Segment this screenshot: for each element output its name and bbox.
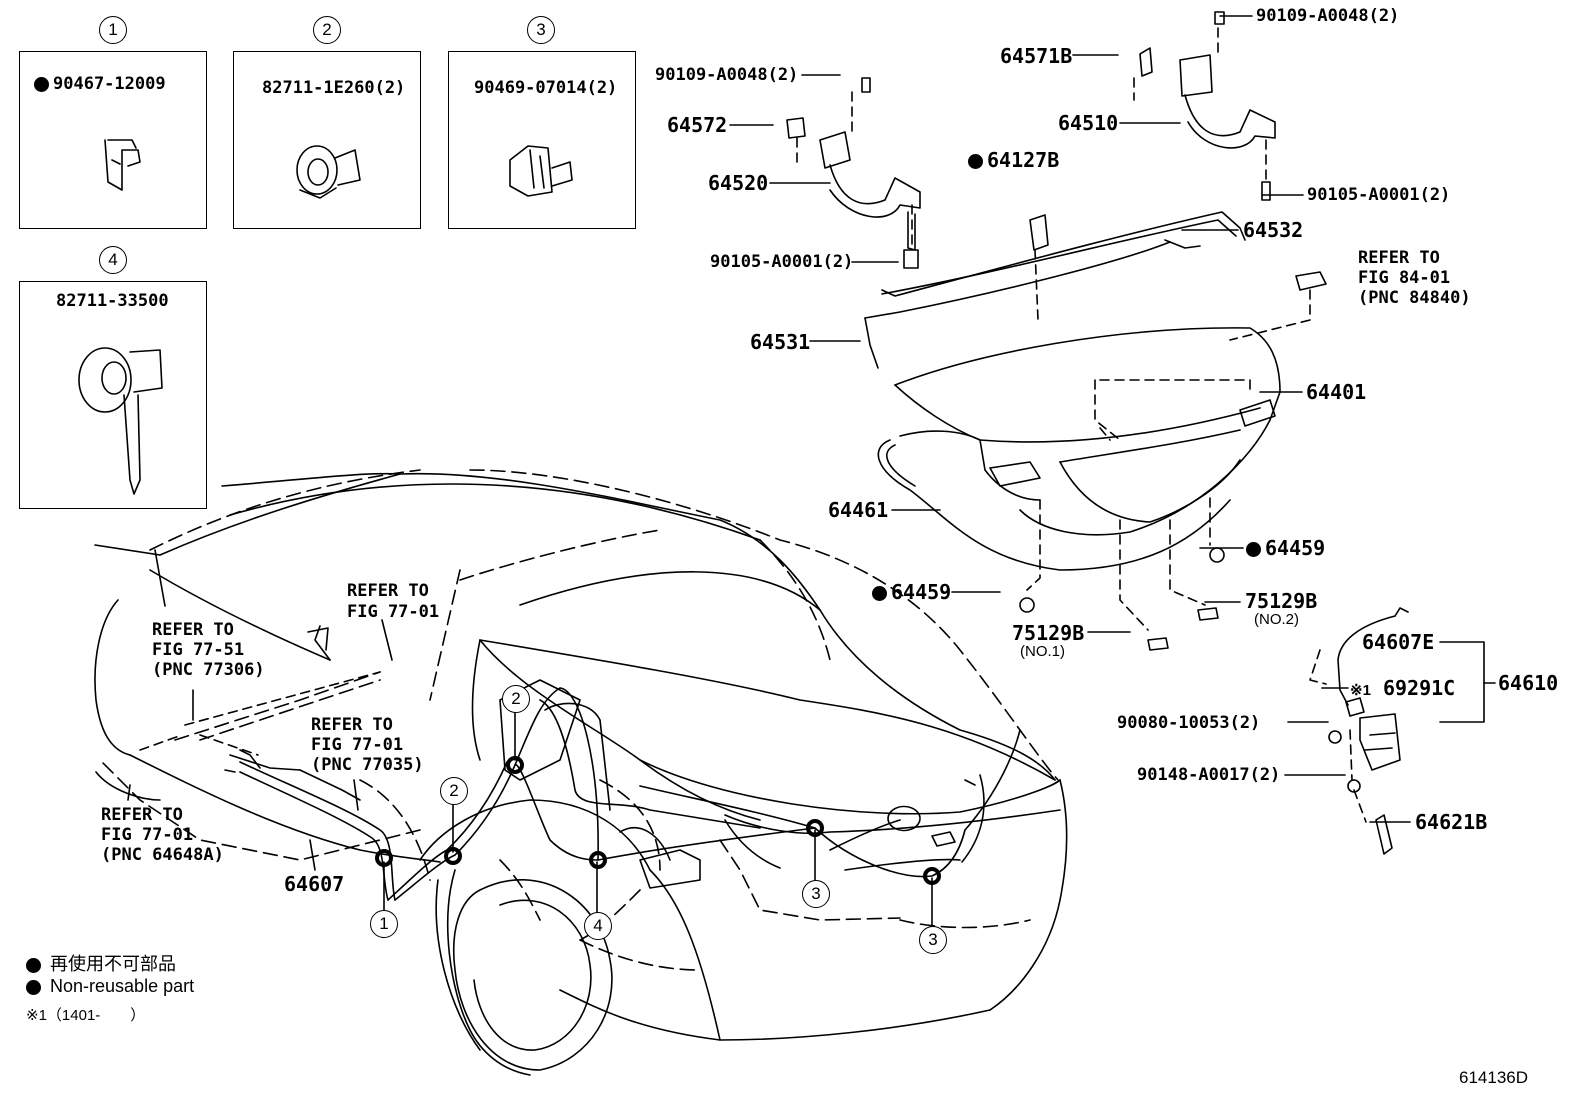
torsion-bar-64532 bbox=[881, 211, 1246, 297]
cable-clamp-markers bbox=[375, 756, 941, 885]
part-label-82711-1E260: 82711-1E260(2) bbox=[262, 78, 406, 98]
part-label-64459-right: 64459 bbox=[1246, 538, 1325, 558]
leader-lines bbox=[127, 15, 1496, 927]
callout-3-left: 3 bbox=[802, 880, 830, 908]
non-reusable-dot-icon bbox=[26, 979, 41, 995]
non-reusable-dot-icon bbox=[1246, 542, 1261, 557]
part-label-64607E: 64607E bbox=[1362, 630, 1435, 654]
hinge-64520 bbox=[786, 77, 921, 269]
part-label-64610: 64610 bbox=[1498, 671, 1559, 695]
part-number: 69291C bbox=[1382, 676, 1456, 700]
part-label-75129B-no2: 75129B bbox=[1245, 589, 1318, 613]
part-label-90105-A0001-left: 90105-A0001(2) bbox=[710, 252, 854, 272]
non-reusable-dot-icon bbox=[26, 957, 41, 973]
refer-fig-77-51: REFER TO FIG 77-51 (PNC 77306) bbox=[152, 620, 265, 680]
refer-line: FIG 77-01 bbox=[311, 735, 404, 755]
callout-1: 1 bbox=[370, 910, 398, 938]
torsion-bar-64531 bbox=[864, 241, 1171, 369]
refer-line: REFER TO bbox=[347, 581, 429, 601]
callout-3-right: 3 bbox=[919, 926, 947, 954]
callout-4: 4 bbox=[584, 912, 612, 940]
note-no2: (NO.2) bbox=[1254, 611, 1299, 628]
refer-line: (PNC 84840) bbox=[1358, 288, 1471, 308]
car-body-outline bbox=[94, 472, 1068, 1041]
callout-2-upper: 2 bbox=[502, 685, 530, 713]
part-label-64531: 64531 bbox=[750, 330, 811, 354]
detail-number-1: 1 bbox=[99, 16, 127, 44]
part-label-69291C: ※1 69291C bbox=[1350, 678, 1455, 698]
mark-1: ※1 bbox=[1350, 682, 1371, 699]
weatherstrip-64461 bbox=[877, 430, 1231, 571]
lock-assembly-64610 bbox=[1328, 607, 1409, 855]
part-label-64607: 64607 bbox=[284, 872, 345, 896]
detail-number-4: 4 bbox=[99, 246, 127, 274]
part-label-64461: 64461 bbox=[828, 498, 889, 522]
part-label-64127B: 64127B bbox=[968, 150, 1059, 170]
refer-line: (PNC 77035) bbox=[311, 755, 424, 775]
legend-non-reusable-jp: 再使用不可部品 bbox=[26, 950, 176, 976]
rear-wheel bbox=[435, 869, 613, 1076]
part-label-90148-A0017: 90148-A0017(2) bbox=[1137, 765, 1281, 785]
refer-line: FIG 77-51 bbox=[152, 640, 245, 660]
clip-sketch-2 bbox=[296, 145, 361, 199]
detail-number-3: 3 bbox=[527, 16, 555, 44]
refer-line: (PNC 77306) bbox=[152, 660, 265, 680]
part-label-64401: 64401 bbox=[1306, 380, 1367, 404]
refer-line: (PNC 64648A) bbox=[101, 845, 224, 865]
detail-box-3 bbox=[448, 51, 636, 229]
part-label-75129B-no1: 75129B bbox=[1012, 621, 1085, 645]
part-label-64621B: 64621B bbox=[1415, 810, 1488, 834]
part-label-64532: 64532 bbox=[1243, 218, 1304, 242]
trunk-lid-64401 bbox=[894, 327, 1281, 536]
part-label-64459-left: 64459 bbox=[872, 582, 951, 602]
part-label-64572: 64572 bbox=[667, 113, 728, 137]
legend-non-reusable-en: Non-reusable part bbox=[26, 976, 194, 997]
detail-box-1 bbox=[19, 51, 207, 229]
refer-fig-77-01-left: REFER TO FIG 77-01 (PNC 64648A) bbox=[101, 805, 224, 865]
part-label-90109-A0048-left: 90109-A0048(2) bbox=[655, 65, 799, 85]
legend-text: 再使用不可部品 bbox=[50, 954, 177, 974]
refer-fig-77-01-mid: REFER TO FIG 77-01 (PNC 77035) bbox=[311, 715, 424, 775]
refer-line: FIG 84-01 bbox=[1358, 268, 1451, 288]
non-reusable-dot-icon bbox=[872, 586, 887, 601]
refer-line: REFER TO bbox=[1358, 248, 1440, 268]
detail-box-4 bbox=[19, 281, 207, 509]
legend-text: Non-reusable part bbox=[50, 976, 195, 996]
part-label-64571B: 64571B bbox=[1000, 44, 1073, 68]
clip-sketch-4 bbox=[78, 347, 163, 495]
refer-fig-77-01-top: REFER TO FIG 77-01 bbox=[347, 581, 439, 623]
dashed-leader-lines bbox=[139, 27, 1367, 823]
part-label-64510: 64510 bbox=[1058, 111, 1119, 135]
note-no1: (NO.1) bbox=[1020, 643, 1065, 660]
refer-line: REFER TO bbox=[101, 805, 183, 825]
part-label-82711-33500: 82711-33500 bbox=[56, 291, 169, 311]
refer-line: FIG 77-01 bbox=[101, 825, 194, 845]
refer-line: REFER TO bbox=[311, 715, 393, 735]
refer-line: FIG 77-01 bbox=[347, 602, 440, 622]
callout-2-lower: 2 bbox=[440, 777, 468, 805]
refer-fig-84-01: REFER TO FIG 84-01 (PNC 84840) bbox=[1358, 248, 1471, 308]
part-label-90109-A0048-top: 90109-A0048(2) bbox=[1256, 6, 1400, 26]
figure-number: 614136D bbox=[1459, 1068, 1529, 1087]
part-label-90469-07014: 90469-07014(2) bbox=[474, 78, 618, 98]
clip-sketch-1 bbox=[104, 139, 141, 191]
part-label-90080-10053: 90080-10053(2) bbox=[1117, 713, 1261, 733]
part-label-64520: 64520 bbox=[708, 171, 769, 195]
non-reusable-dot-icon bbox=[968, 154, 983, 169]
clip-sketch-3 bbox=[509, 145, 573, 197]
part-label-90105-A0001-right: 90105-A0001(2) bbox=[1307, 185, 1451, 205]
detail-number-2: 2 bbox=[313, 16, 341, 44]
refer-line: REFER TO bbox=[152, 620, 234, 640]
detail-box-2 bbox=[233, 51, 421, 229]
stay-64127B bbox=[1029, 214, 1049, 251]
lid-small-parts bbox=[1019, 271, 1327, 651]
non-reusable-dot-icon bbox=[34, 76, 49, 92]
legend-note-1: ※1（1401- ） bbox=[26, 1007, 146, 1024]
hinge-64510 bbox=[1139, 11, 1276, 201]
part-label-90467-12009: 90467-12009 bbox=[34, 76, 166, 93]
